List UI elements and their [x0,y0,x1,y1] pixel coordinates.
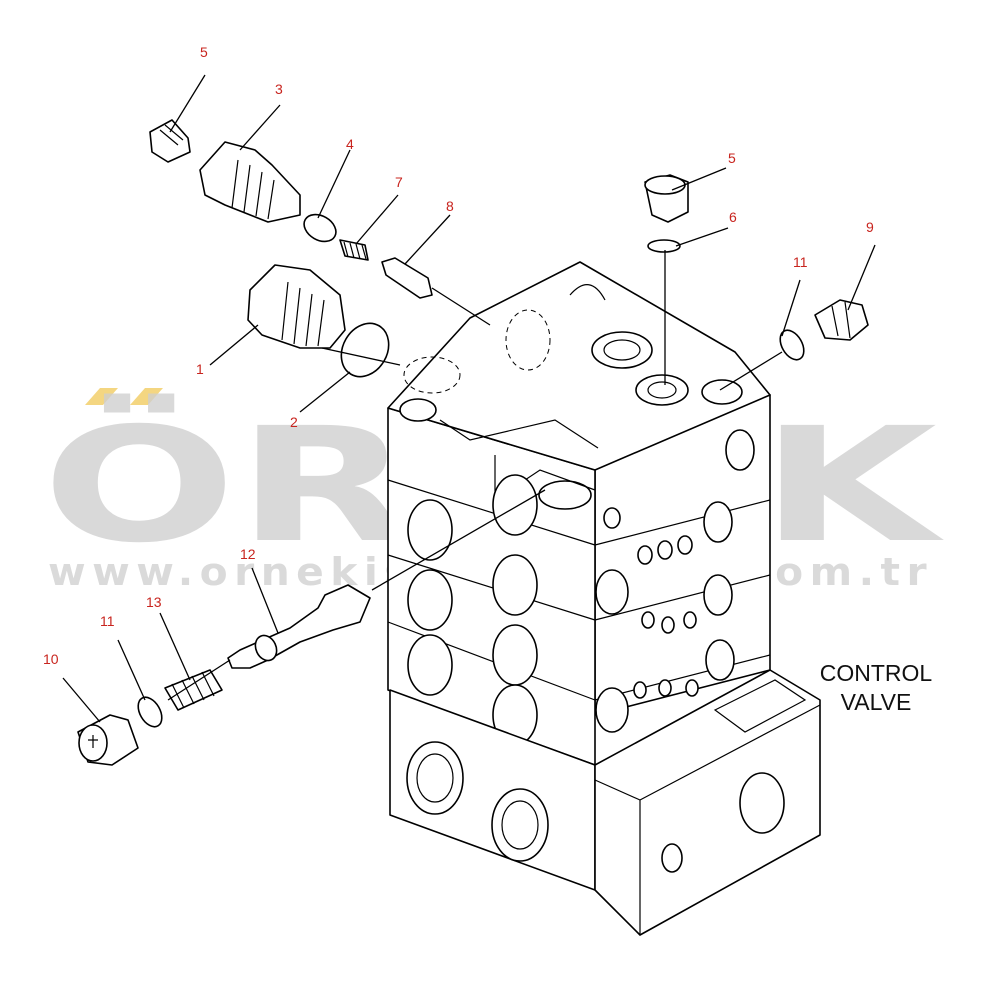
part-13-spring [164,669,223,711]
part-11-oring-right [779,329,805,361]
part-1-main-relief [247,264,346,349]
callout-8: 8 [446,198,454,214]
callouts: 5 3 4 7 8 1 2 5 6 9 11 12 13 11 10 [43,44,874,667]
part-6-oring [647,239,681,253]
callout-12: 12 [240,546,256,562]
callout-6: 6 [729,209,737,225]
part-11-oring-left [137,696,163,728]
leader-lines [62,74,876,723]
part-12-spool [227,584,371,669]
part-5-plug-left [149,119,191,163]
assembly-lines [167,250,783,701]
part-7-spring [339,239,369,261]
title-line-2: VALVE [841,689,912,715]
callout-9: 9 [866,219,874,235]
callout-13: 13 [146,594,162,610]
part-8-poppet [381,257,433,299]
callout-10: 10 [43,651,59,667]
valve-body [387,261,821,936]
watermark-accent-left [85,388,118,405]
callout-11-left: 11 [100,613,115,629]
callout-4: 4 [346,136,354,152]
part-4-oring [303,213,337,243]
callout-7: 7 [395,174,403,190]
callout-1: 1 [196,361,204,377]
watermark-accent-right [130,388,163,405]
callout-2: 2 [290,414,298,430]
callout-5-top-left: 5 [200,44,208,60]
diagram-title: CONTROL VALVE [820,660,933,715]
part-5-plug-right [644,174,689,223]
part-3-relief-housing [199,141,301,223]
callout-11-right: 11 [793,254,808,270]
title-line-1: CONTROL [820,660,933,686]
part-10-cap [77,714,139,766]
callout-3: 3 [275,81,283,97]
part-9-plug [814,299,869,341]
callout-5-top-right: 5 [728,150,736,166]
